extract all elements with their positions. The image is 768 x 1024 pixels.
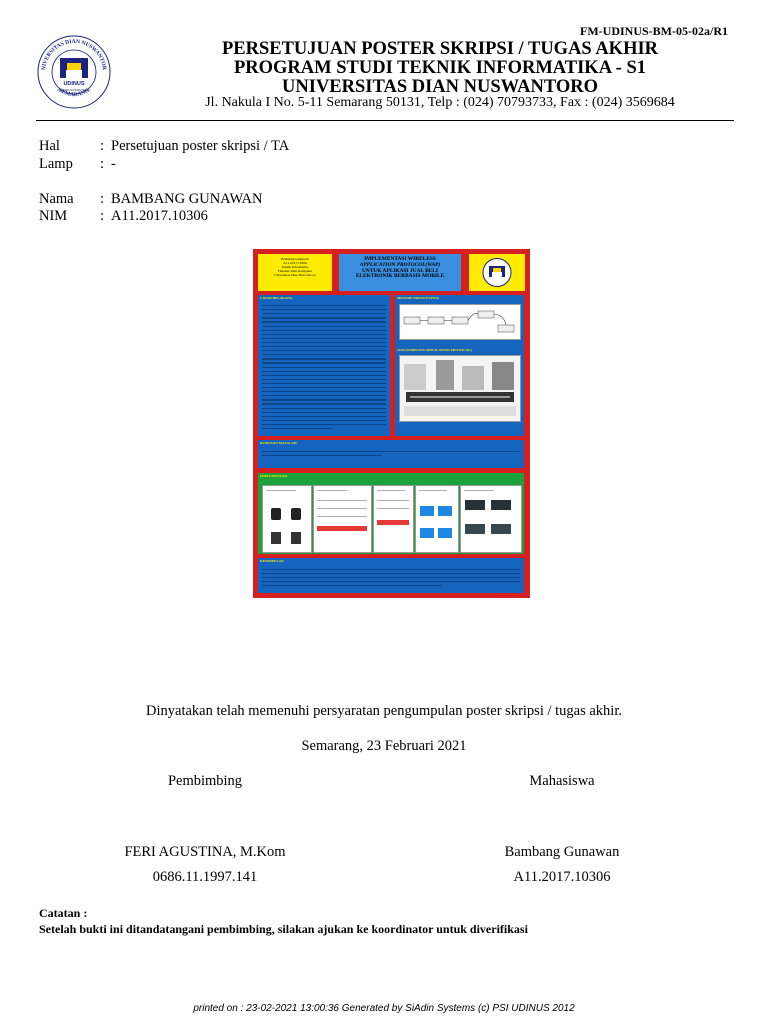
poster-text-line (262, 346, 386, 348)
poster-title-4: ELEKTRONIK BERBASIS MOBILE (355, 273, 445, 280)
nama-value: BAMBANG GUNAWAN (111, 191, 263, 207)
poster-author-name: Bambang Gunawan (281, 257, 309, 261)
nama-colon: : (100, 191, 105, 207)
nim-colon: : (100, 208, 105, 224)
poster-text-line (262, 325, 386, 327)
poster-kesimpulan-section: KESIMPULAN (258, 558, 524, 593)
poster-text-line (262, 395, 386, 397)
lamp-label: Lamp (39, 156, 73, 172)
poster-text-line (262, 391, 386, 393)
poster-text-line (262, 419, 386, 422)
poster-logo-box (469, 254, 525, 291)
poster-text-line (262, 366, 386, 368)
poster-wap-heading: WAP (WIRELESS APPLICATION PROTOCOL) (397, 348, 472, 352)
nama-label: Nama (39, 191, 74, 207)
student-id: A11.2017.10306 (513, 869, 611, 885)
poster-text-line (262, 362, 386, 364)
lamp-colon: : (100, 156, 105, 172)
logo-center-text: UDINUS (63, 81, 84, 87)
student-role: Mahasiswa (529, 773, 595, 789)
poster-metode-heading: METODE PROTOTYPING (397, 296, 440, 300)
supervisor-id: 0686.11.1997.141 (152, 869, 258, 885)
poster-text-line (262, 321, 386, 323)
poster-impl-screenshot-1 (262, 485, 312, 553)
poster-author-univ: Universitas Dian Nuswantoro (274, 273, 316, 277)
hal-value: Persetujuan poster skripsi / TA (111, 138, 290, 154)
poster-text-line (262, 374, 386, 376)
poster-text-line (262, 337, 386, 340)
supervisor-name: FERI AGUSTINA, M.Kom (124, 844, 286, 860)
nim-value: A11.2017.10306 (111, 208, 208, 224)
supervisor-role: Pembimbing (167, 773, 243, 789)
poster-author-fakultas: Fakultas Ilmu Komputer (277, 269, 313, 273)
hal-colon: : (100, 138, 105, 154)
hal-label: Hal (39, 138, 60, 154)
poster-prototyping-diagram (399, 304, 521, 340)
poster-impl-screenshot-3 (373, 485, 414, 553)
poster-text-line (262, 309, 386, 311)
poster-title-2: APPLICATION PROTOCOL(WAP) (359, 261, 441, 268)
poster-text-line (262, 370, 386, 372)
poster-text-line (262, 387, 386, 389)
note-text: Setelah bukti ini ditandatangani pembimb… (39, 922, 528, 936)
poster-impl-screenshot-4 (415, 485, 459, 553)
poster-text-line (262, 333, 386, 335)
poster-latar-text (262, 305, 386, 433)
poster-text-line (262, 305, 386, 307)
header-address: Jl. Nakula I No. 5-11 Semarang 50131, Te… (205, 95, 675, 110)
nim-label: NIM (39, 208, 68, 224)
poster-text-line (262, 329, 386, 331)
statement: Dinyatakan telah memenuhi persyaratan pe… (146, 703, 622, 719)
poster-implementasi-heading: IMPLEMENTASI (260, 474, 288, 478)
poster-text-line (262, 399, 386, 401)
poster-text-line (262, 423, 386, 426)
header-rule (36, 120, 734, 121)
poster-text-line (262, 354, 386, 356)
poster-text-line (262, 407, 386, 409)
logo-motto: PSI DIAN NUSWANTORO (57, 88, 91, 92)
poster-rumusan-heading: RUMUSAN MASALAH (260, 441, 297, 445)
poster-title-1: IMPLEMENTASI WIRELESS (364, 256, 436, 262)
header-title-1: PERSETUJUAN POSTER SKRIPSI / TUGAS AKHIR (221, 39, 659, 59)
logo-bottom-text: SEMARANG (58, 87, 91, 98)
poster-impl-screenshot-5 (460, 485, 522, 553)
svg-text:SEMARANG: SEMARANG (58, 87, 91, 98)
poster-impl-screenshot-2 (313, 485, 372, 553)
poster-author-prodi: Teknik Informatika (281, 265, 309, 269)
poster-text-line (262, 415, 386, 417)
poster-latar-heading: LATAR BELAKANG (260, 296, 293, 300)
poster-text-line (262, 403, 386, 405)
poster-metode-section: METODE PROTOTYPING WAP (WIRELESS APPLICA… (395, 295, 524, 436)
poster-rumusan-section: RUMUSAN MASALAH (258, 440, 524, 468)
poster-text-line (262, 411, 386, 413)
header-title-2: PROGRAM STUDI TEKNIK INFORMATIKA - S1 (233, 58, 646, 78)
poster-thumbnail: Bambang Gunawan A11.2017.10306 Teknik In… (253, 249, 530, 598)
note-title: Catatan : (39, 906, 88, 920)
udinus-logo-icon: UNIVERSITAS DIAN NUSWANTORO SEMARANG UDI… (36, 34, 111, 109)
poster-text-line (262, 341, 386, 344)
poster-author-box: Bambang Gunawan A11.2017.10306 Teknik In… (258, 254, 332, 291)
poster-text-line (262, 358, 386, 360)
poster-text-line (262, 317, 386, 319)
poster-text-line (262, 382, 386, 385)
student-name: Bambang Gunawan (504, 844, 620, 860)
poster-author-nim: A11.2017.10306 (283, 261, 307, 265)
poster-latar-section: LATAR BELAKANG (258, 295, 390, 436)
poster-text-line (262, 428, 332, 430)
footer-print-info: printed on : 23-02-2021 13:00:36 Generat… (193, 1003, 575, 1014)
poster-logo-icon (482, 258, 512, 287)
form-code: FM-UDINUS-BM-05-02a/R1 (580, 24, 728, 38)
poster-kesimpulan-heading: KESIMPULAN (260, 559, 284, 563)
place-date: Semarang, 23 Februari 2021 (301, 738, 467, 754)
poster-text-line (262, 378, 386, 381)
poster-wap-diagram (399, 355, 521, 422)
poster-title-3: UNTUK APLIKASI JUAL BELI (362, 267, 438, 274)
header-title-3: UNIVERSITAS DIAN NUSWANTORO (282, 77, 598, 97)
poster-text-line (262, 350, 386, 352)
poster-title-box: IMPLEMENTASI WIRELESS APPLICATION PROTOC… (339, 254, 461, 291)
poster-text-line (262, 313, 386, 315)
lamp-value: - (111, 156, 116, 172)
poster-implementasi-section: IMPLEMENTASI (258, 473, 524, 554)
